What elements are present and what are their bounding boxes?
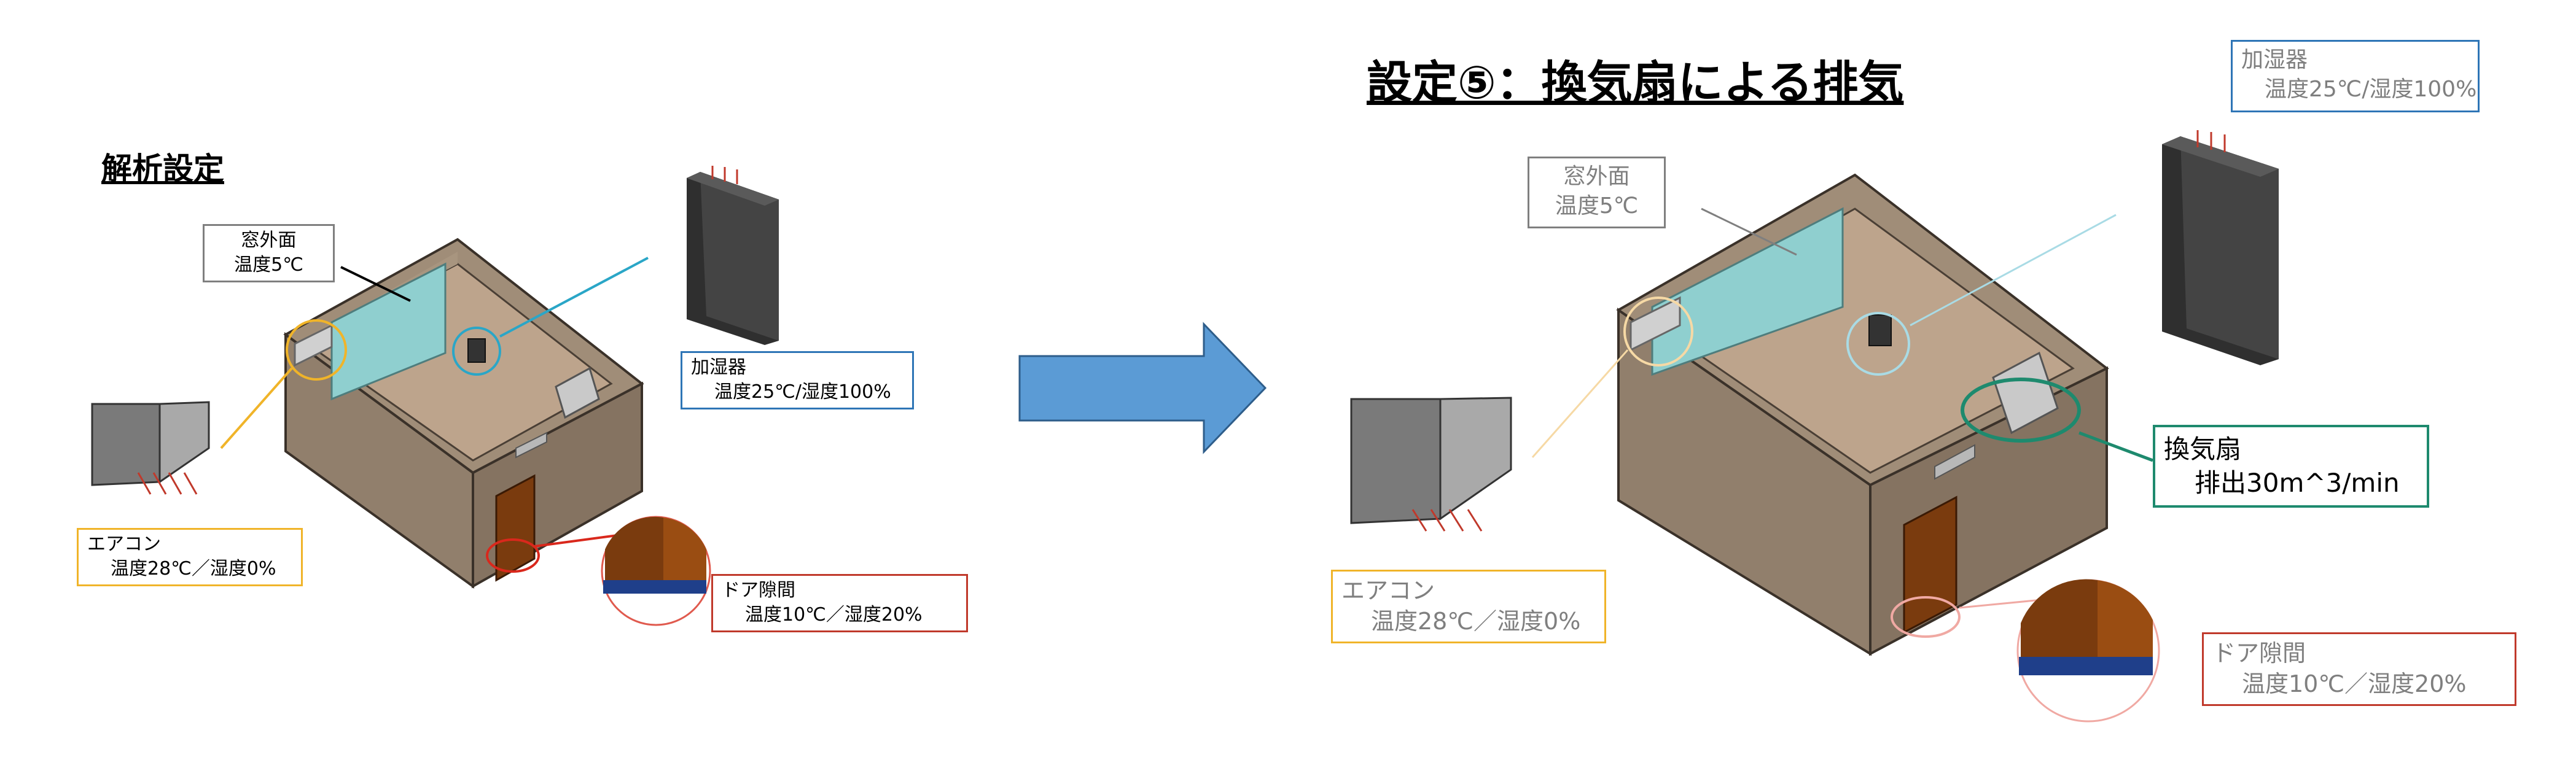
left-humidifier-label-line2: 温度25℃/湿度100% (714, 381, 891, 403)
left-window-label-line2: 温度5℃ (234, 254, 303, 276)
left-room-door (495, 474, 536, 582)
left-aircon-leader (220, 367, 293, 449)
left-aircon-device (91, 401, 210, 495)
right-room-humidifier (1868, 314, 1892, 346)
left-room-window (330, 262, 447, 401)
left-room-fan (555, 366, 600, 419)
left-door-label-line1: ドア隙間 (722, 580, 795, 601)
right-door-label-line2: 温度10℃／湿度20% (2242, 670, 2467, 698)
right-door-label-line1: ドア隙間 (2212, 640, 2306, 667)
right-fan-circle (1961, 378, 2081, 443)
left-door-label: ドア隙間 温度10℃／湿度20% (711, 574, 968, 632)
right-door-zoom (2016, 579, 2160, 723)
left-window-label-line1: 窓外面 (241, 230, 297, 251)
left-aircon-circle (286, 319, 347, 381)
right-window-label-line2: 温度5℃ (1555, 193, 1639, 219)
right-aircon-device (1350, 397, 1512, 532)
right-room-aircon (1630, 296, 1681, 352)
left-door-leader (534, 533, 627, 548)
right-humidifier-leader (1910, 214, 2117, 327)
left-room-humidifier (467, 338, 486, 363)
right-door-circle (1891, 596, 1961, 638)
right-aircon-leader (1531, 349, 1629, 458)
left-aircon-label: エアコン 温度28℃／湿度0% (77, 528, 303, 586)
left-room (283, 238, 644, 589)
right-fan-label-line1: 換気扇 (2164, 434, 2242, 464)
right-room-fan (1992, 351, 2059, 435)
right-humidifier-label-line1: 加湿器 (2241, 47, 2308, 72)
left-humidifier-label: 加湿器 温度25℃/湿度100% (681, 351, 914, 409)
right-aircon-circle (1623, 297, 1693, 366)
right-window-label: 窓外面 温度5℃ (1528, 157, 1666, 228)
left-humidifier-leader (499, 257, 649, 338)
right-aircon-label: エアコン 温度28℃／湿度0% (1331, 570, 1606, 643)
right-fan-leader (2078, 431, 2153, 462)
right-room-window (1651, 207, 1844, 376)
right-window-leader (1701, 207, 1797, 256)
left-room-vent (515, 432, 547, 459)
left-heading: 解析設定 (101, 151, 224, 187)
right-fan-label-line2: 排出30m^3/min (2195, 468, 2400, 498)
left-door-zoom (601, 516, 711, 626)
right-heading: 設定⑤：換気扇による排気 (1367, 56, 1904, 109)
right-room (1616, 173, 2109, 656)
left-door-circle (486, 538, 540, 573)
right-aircon-label-line1: エアコン (1341, 577, 1435, 604)
right-fan-label: 換気扇 排出30m^3/min (2153, 425, 2429, 508)
right-humidifier-circle (1846, 312, 1910, 376)
right-humidifier-device (2162, 130, 2279, 365)
right-room-vent (1934, 444, 1975, 480)
left-room-aircon (294, 324, 333, 367)
left-door-label-line2: 温度10℃／湿度20% (745, 603, 923, 626)
right-aircon-label-line2: 温度28℃／湿度0% (1371, 608, 1581, 635)
left-humidifier-device (687, 166, 779, 345)
right-door-label: ドア隙間 温度10℃／湿度20% (2202, 632, 2516, 706)
left-aircon-label-line2: 温度28℃／湿度0% (111, 557, 276, 580)
transition-arrow (1018, 322, 1267, 454)
left-aircon-label-line1: エアコン (87, 533, 161, 555)
right-humidifier-label-line2: 温度25℃/湿度100% (2265, 76, 2477, 102)
right-humidifier-label: 加湿器 温度25℃/湿度100% (2231, 40, 2480, 112)
left-humidifier-circle (452, 327, 501, 376)
right-window-label-line1: 窓外面 (1563, 164, 1630, 189)
left-window-leader (340, 266, 411, 302)
left-humidifier-label-line1: 加湿器 (691, 357, 746, 378)
left-window-label: 窓外面 温度5℃ (203, 224, 335, 282)
